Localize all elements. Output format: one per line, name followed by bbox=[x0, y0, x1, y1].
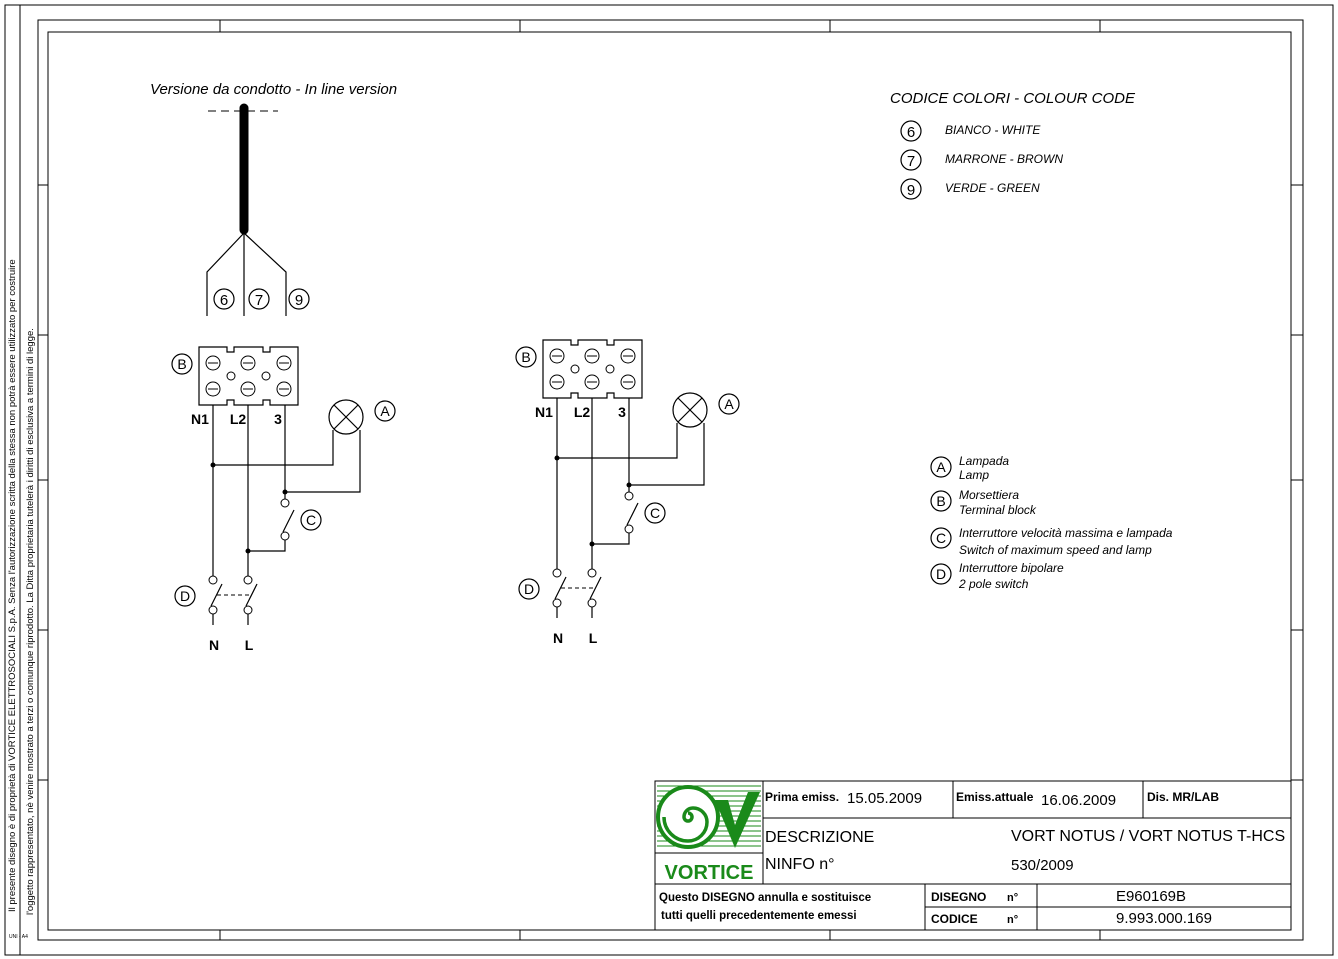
wire-number-7: 7 bbox=[255, 292, 263, 309]
component-legend: A B C D Lampada Lamp Morsettiera Termina… bbox=[930, 454, 1173, 591]
label-a: A bbox=[380, 403, 390, 419]
colour-code-title: CODICE COLORI - COLOUR CODE bbox=[890, 90, 1136, 107]
disegno-value: E960169B bbox=[1116, 888, 1186, 905]
vortice-logo: VORTICE bbox=[656, 785, 761, 884]
colour-num: 7 bbox=[907, 153, 915, 170]
terminal-label-3: 3 bbox=[274, 411, 282, 427]
ownership-notice-line2: l'oggetto rappresentato, nè venire mostr… bbox=[25, 328, 36, 915]
emiss-attuale-label: Emiss.attuale bbox=[956, 790, 1034, 804]
legend-text-en: Terminal block bbox=[959, 503, 1037, 517]
legend-text-it: Lampada bbox=[959, 454, 1009, 468]
supply-label-n: N bbox=[209, 637, 219, 653]
logo-text: VORTICE bbox=[665, 862, 754, 884]
codice-n-label: n° bbox=[1007, 914, 1018, 926]
disegno-label: DISEGNO bbox=[931, 890, 986, 904]
supply-label-l: L bbox=[245, 637, 254, 653]
label-c: C bbox=[650, 505, 660, 521]
sheet-format: UNI - A4 bbox=[9, 934, 28, 940]
ninfo-value: 530/2009 bbox=[1011, 857, 1074, 874]
terminal-label-3: 3 bbox=[618, 404, 626, 420]
label-d: D bbox=[524, 581, 534, 597]
title-block: VORTICE Prima emiss. 15.05.2009 Emiss.at… bbox=[654, 780, 1292, 931]
ownership-notice-line1: Il presente disegno è di proprietà di VO… bbox=[7, 259, 18, 912]
wire-number-6: 6 bbox=[220, 292, 228, 309]
supply-label-n: N bbox=[553, 630, 563, 646]
terminal-label-l2: L2 bbox=[230, 411, 247, 427]
legend-text-en: Lamp bbox=[959, 468, 989, 482]
terminal-label-n1: N1 bbox=[191, 411, 209, 427]
colour-num: 6 bbox=[907, 124, 915, 141]
drawn-by: Dis. MR/LAB bbox=[1147, 790, 1219, 804]
descrizione-value: VORT NOTUS / VORT NOTUS T-HCS bbox=[1011, 828, 1285, 845]
outer-border bbox=[4, 4, 1334, 956]
colour-label: MARRONE - BROWN bbox=[945, 152, 1063, 166]
emiss-attuale-value: 16.06.2009 bbox=[1041, 792, 1116, 809]
legend-text-it: Interruttore bipolare bbox=[959, 561, 1064, 575]
diagram-title: Versione da condotto - In line version bbox=[150, 81, 397, 98]
label-d: D bbox=[180, 588, 190, 604]
label-c: C bbox=[306, 512, 316, 528]
legend-letter: C bbox=[936, 530, 946, 546]
codice-label: CODICE bbox=[931, 912, 978, 926]
colour-label: BIANCO - WHITE bbox=[945, 123, 1041, 137]
prima-emiss-label: Prima emiss. bbox=[765, 790, 839, 804]
colour-num: 9 bbox=[907, 182, 915, 199]
note-line1: Questo DISEGNO annulla e sostituisce bbox=[659, 892, 871, 904]
wire-number-9: 9 bbox=[295, 292, 303, 309]
terminal-label-l2: L2 bbox=[574, 404, 591, 420]
label-a: A bbox=[724, 396, 734, 412]
label-b: B bbox=[521, 349, 530, 365]
legend-letter: D bbox=[936, 566, 946, 582]
ninfo-label: NINFO n° bbox=[765, 856, 835, 873]
legend-text-it: Morsettiera bbox=[959, 488, 1019, 502]
label-b: B bbox=[177, 356, 186, 372]
terminal-label-n1: N1 bbox=[535, 404, 553, 420]
legend-letter: B bbox=[936, 493, 945, 509]
colour-code: CODICE COLORI - COLOUR CODE 6 7 9 BIANCO… bbox=[890, 90, 1136, 200]
wiring-diagram-1: N1 L2 3 N L B A C D bbox=[172, 347, 395, 653]
codice-value: 9.993.000.169 bbox=[1116, 910, 1212, 927]
note-line2: tutti quelli precedentemente emessi bbox=[661, 910, 857, 922]
prima-emiss-value: 15.05.2009 bbox=[847, 790, 922, 807]
legend-text-en: 2 pole switch bbox=[958, 577, 1029, 591]
wiring-diagram-2: N1 L2 3 N L B A C D bbox=[516, 340, 739, 646]
disegno-n-label: n° bbox=[1007, 892, 1018, 904]
supply-label-l: L bbox=[589, 630, 598, 646]
legend-letter: A bbox=[936, 459, 946, 475]
descrizione-label: DESCRIZIONE bbox=[765, 829, 874, 846]
legend-text-en: Switch of maximum speed and lamp bbox=[959, 543, 1152, 557]
legend-text-it: Interruttore velocità massima e lampada bbox=[959, 526, 1173, 540]
cable bbox=[206, 103, 287, 316]
colour-label: VERDE - GREEN bbox=[945, 181, 1040, 195]
